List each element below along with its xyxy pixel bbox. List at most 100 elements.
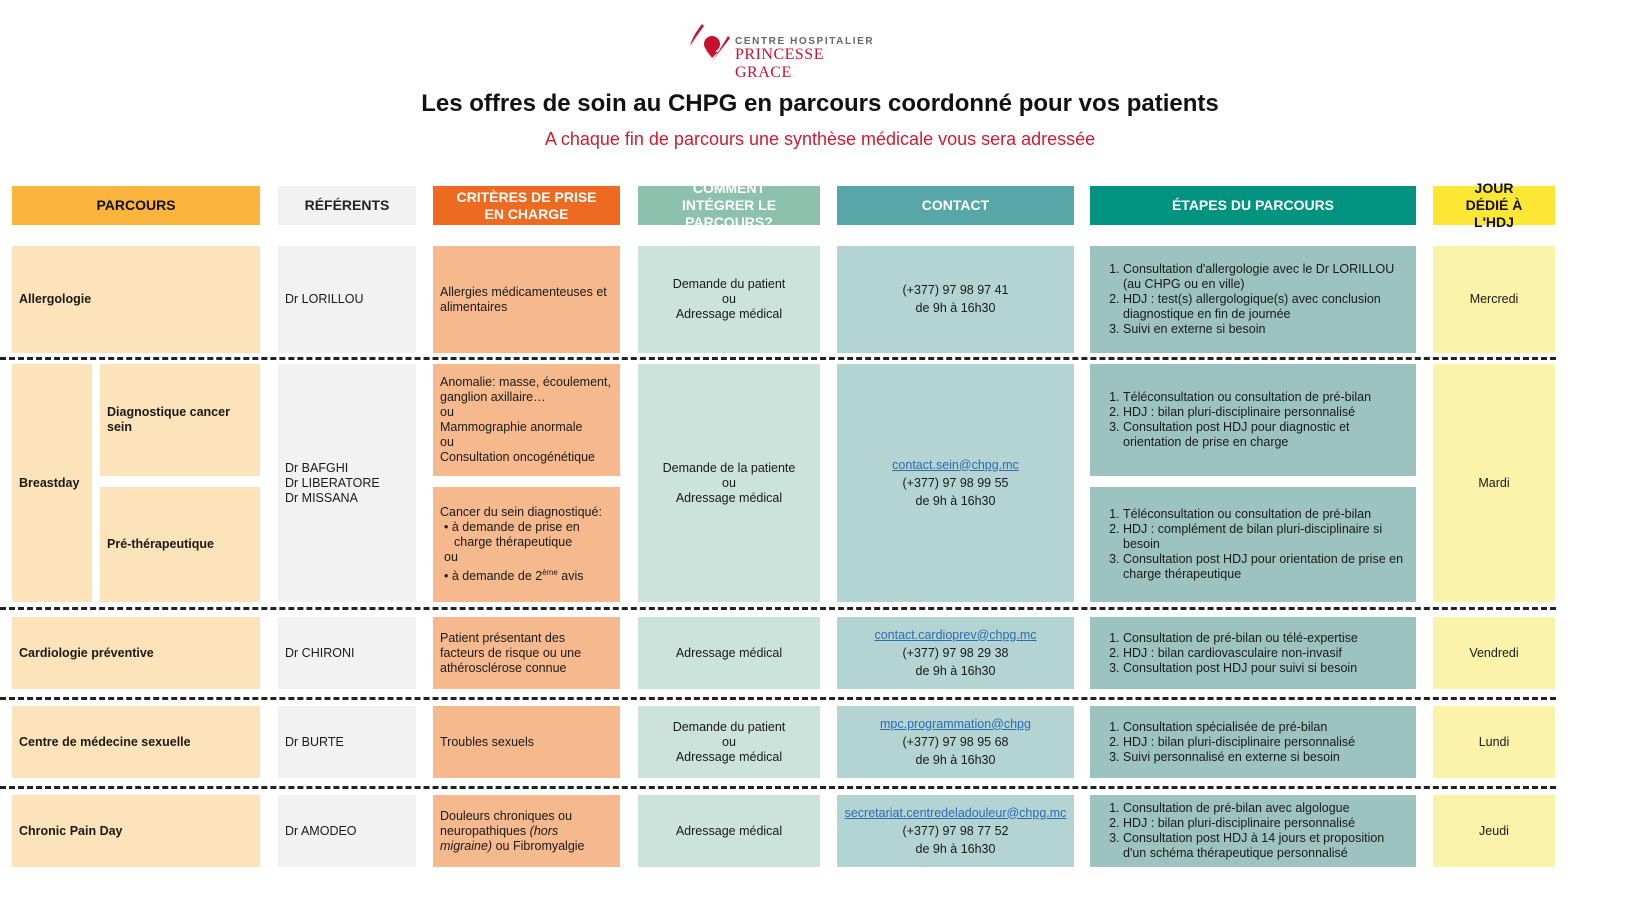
- logo-emblem-icon: [690, 24, 730, 64]
- contact-phone: (+377) 97 98 29 38: [902, 645, 1009, 660]
- contact-hours: de 9h à 16h30: [915, 663, 996, 678]
- jour-text: Mardi: [1478, 475, 1510, 490]
- header-etapes: ÉTAPES DU PARCOURS: [1090, 186, 1416, 225]
- contact-email-link[interactable]: contact.sein@chpg.mc: [892, 457, 1019, 472]
- step-item: Consultation spécialisée de pré-bilan: [1123, 720, 1355, 735]
- comment-text: Adressage médical: [675, 823, 783, 838]
- contact-cell: mpc.programmation@chpg (+377) 97 98 95 68…: [837, 706, 1074, 778]
- parcours-cell: Allergologie: [12, 246, 260, 353]
- etapes-cell: Consultation de pré-bilan ou télé-expert…: [1090, 617, 1416, 689]
- parcours-name: Breastday: [19, 475, 80, 490]
- header-parcours: PARCOURS: [12, 186, 260, 225]
- criteres-cell: Patient présentant des facteurs de risqu…: [433, 617, 620, 689]
- parcours-name: Centre de médecine sexuelle: [19, 734, 191, 749]
- step-item: Consultation post HDJ pour suivi si beso…: [1123, 661, 1358, 676]
- referent-names: Dr LORILLOU: [285, 292, 364, 306]
- referents-cell: Dr BURTE: [278, 706, 416, 778]
- contact-hours: de 9h à 16h30: [915, 493, 996, 508]
- referent-names: Dr BAFGHI Dr LIBERATORE Dr MISSANA: [285, 460, 380, 505]
- criteres-text: Douleurs chroniques ou neuropathiques (h…: [440, 808, 585, 853]
- criteres-item: ou: [444, 549, 458, 564]
- comment-text: Demande du patient ou Adressage médical: [672, 277, 786, 321]
- parcours-name: Cardiologie préventive: [19, 645, 154, 660]
- contact-email-link[interactable]: secretariat.centredeladouleur@chpg.mc: [844, 805, 1067, 820]
- criteres-text: Anomalie: masse, écoulement, ganglion ax…: [440, 375, 611, 464]
- etapes-cell: Téléconsultation ou consultation de pré-…: [1090, 487, 1416, 602]
- parcours-cell: Cardiologie préventive: [12, 617, 260, 689]
- contact-phone: (+377) 97 98 95 68: [902, 734, 1009, 749]
- steps-list: Téléconsultation ou consultation de pré-…: [1097, 507, 1409, 582]
- criteres-cell: Allergies médicamenteuses et alimentaire…: [433, 246, 620, 353]
- contact-hours: de 9h à 16h30: [915, 752, 996, 767]
- comment-cell: Demande du patient ou Adressage médical: [638, 706, 820, 778]
- logo-line2: PRINCESSE GRACE: [735, 46, 824, 81]
- contact-cell: (+377) 97 98 97 41 de 9h à 16h30: [837, 246, 1074, 353]
- header-jour: JOUR DÉDIÉ À L'HDJ: [1433, 180, 1555, 230]
- jour-text: Lundi: [1478, 734, 1510, 749]
- comment-text: Demande de la patiente ou Adressage médi…: [662, 460, 796, 505]
- contact-phone: (+377) 97 98 99 55: [902, 475, 1009, 490]
- contact-hours: de 9h à 16h30: [915, 841, 996, 856]
- comment-cell: Demande de la patiente ou Adressage médi…: [638, 364, 820, 602]
- referent-names: Dr BURTE: [285, 734, 344, 749]
- referents-cell: Dr CHIRONI: [278, 617, 416, 689]
- comment-cell: Demande du patient ou Adressage médical: [638, 246, 820, 353]
- step-item: HDJ : bilan cardiovasculaire non-invasif: [1123, 646, 1358, 661]
- step-item: HDJ : bilan pluri-disciplinaire personna…: [1123, 735, 1355, 750]
- steps-list: Consultation de pré-bilan ou télé-expert…: [1097, 631, 1358, 676]
- parcours-cell: Chronic Pain Day: [12, 795, 260, 867]
- header-referents: RÉFÉRENTS: [278, 186, 416, 225]
- contact-phone: (+377) 97 98 97 41: [902, 283, 1009, 297]
- contact-cell: secretariat.centredeladouleur@chpg.mc(+3…: [837, 795, 1074, 867]
- referent-names: Dr AMODEO: [285, 823, 357, 838]
- jour-text: Jeudi: [1479, 823, 1509, 838]
- step-item: Consultation post HDJ à 14 jours et prop…: [1123, 831, 1409, 861]
- criteres-text: Cancer du sein diagnostiqué:: [440, 504, 602, 519]
- criteres-item: à demande de 2ème avis: [452, 565, 613, 584]
- comment-cell: Adressage médical: [638, 795, 820, 867]
- header-criteres: CRITÈRES DE PRISE EN CHARGE: [433, 186, 620, 225]
- chpg-logo: CENTRE HOSPITALIER PRINCESSE GRACE: [688, 22, 878, 81]
- criteres-text: Troubles sexuels: [440, 734, 535, 749]
- row-divider: [0, 357, 1556, 360]
- sub-parcours-cell: Diagnostique cancer sein: [100, 364, 260, 476]
- sub-parcours-cell: Pré-thérapeutique: [100, 487, 260, 602]
- criteres-item: à demande de prise en charge thérapeutiq…: [452, 520, 613, 550]
- header-comment: COMMENT INTÉGRER LE PARCOURS?: [638, 180, 820, 230]
- referents-cell: Dr LORILLOU: [278, 246, 416, 353]
- step-item: Téléconsultation ou consultation de pré-…: [1123, 390, 1409, 405]
- comment-text: Adressage médical: [675, 645, 783, 660]
- step-item: HDJ : bilan pluri-disciplinaire personna…: [1123, 405, 1409, 420]
- criteres-list: à demande de prise en charge thérapeutiq…: [440, 520, 613, 584]
- row-divider: [0, 607, 1556, 610]
- step-item: Consultation d'allergologie avec le Dr L…: [1123, 262, 1409, 292]
- contact-email-link[interactable]: contact.cardioprev@chpg.mc: [874, 627, 1037, 642]
- step-item: Téléconsultation ou consultation de pré-…: [1123, 507, 1409, 522]
- criteres-text: Patient présentant des facteurs de risqu…: [440, 630, 582, 675]
- parcours-cell: Centre de médecine sexuelle: [12, 706, 260, 778]
- contact-hours: de 9h à 16h30: [915, 301, 996, 315]
- comment-cell: Adressage médical: [638, 617, 820, 689]
- sub-parcours-name: Diagnostique cancer sein: [107, 405, 230, 434]
- contact-cell: contact.sein@chpg.mc (+377) 97 98 99 55 de…: [837, 364, 1074, 602]
- criteres-cell: Cancer du sein diagnostiqué:à demande de…: [433, 487, 620, 602]
- step-item: HDJ : complément de bilan pluri-discipli…: [1123, 522, 1409, 552]
- referents-cell: Dr AMODEO: [278, 795, 416, 867]
- contact-cell: contact.cardioprev@chpg.mc (+377) 97 98 2…: [837, 617, 1074, 689]
- criteres-cell: Troubles sexuels: [433, 706, 620, 778]
- etapes-cell: Téléconsultation ou consultation de pré-…: [1090, 364, 1416, 476]
- etapes-cell: Consultation d'allergologie avec le Dr L…: [1090, 246, 1416, 353]
- jour-cell: Lundi: [1433, 706, 1555, 778]
- step-item: Consultation de pré-bilan avec algologue: [1123, 801, 1409, 816]
- jour-cell: Jeudi: [1433, 795, 1555, 867]
- jour-cell: Mercredi: [1433, 246, 1555, 353]
- etapes-cell: Consultation de pré-bilan avec algologue…: [1090, 795, 1416, 867]
- step-item: HDJ : bilan pluri-disciplinaire personna…: [1123, 816, 1409, 831]
- parcours-name: Chronic Pain Day: [19, 823, 123, 838]
- step-item: Suivi en externe si besoin: [1123, 322, 1409, 337]
- jour-cell: Mardi: [1433, 364, 1555, 602]
- step-item: Consultation post HDJ pour orientation d…: [1123, 552, 1409, 582]
- step-item: HDJ : test(s) allergologique(s) avec con…: [1123, 292, 1409, 322]
- steps-list: Consultation d'allergologie avec le Dr L…: [1097, 262, 1409, 337]
- contact-email-link[interactable]: mpc.programmation@chpg: [880, 716, 1031, 731]
